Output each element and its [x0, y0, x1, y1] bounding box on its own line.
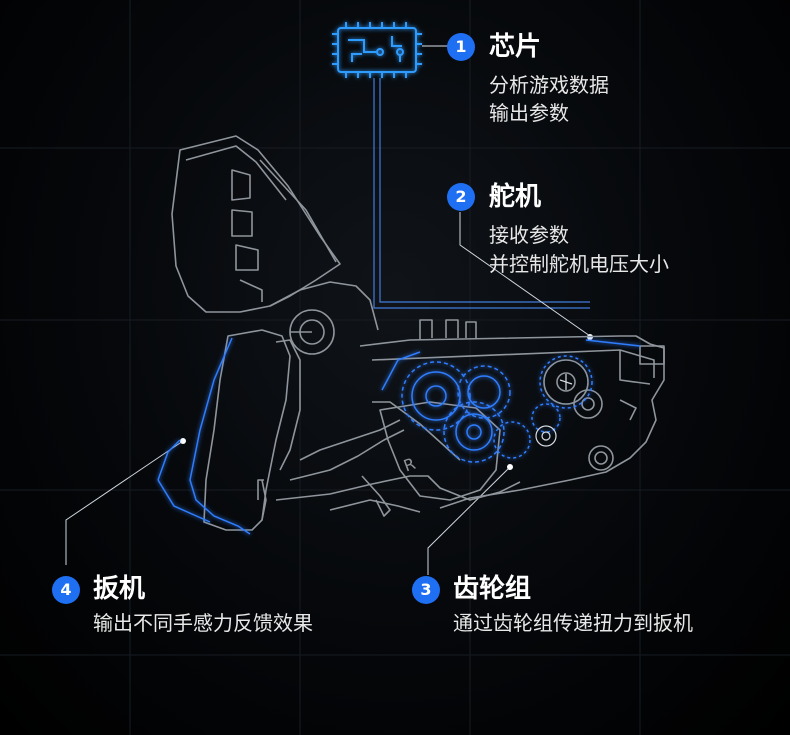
callout-number-badge: 2 [447, 183, 475, 211]
callout-title: 芯片 [489, 32, 542, 62]
callout-desc-line: 通过齿轮组传递扭力到扳机 [453, 611, 693, 635]
callout-title: 舵机 [489, 182, 542, 212]
gear-leader-line [427, 464, 513, 575]
callout-desc-line: 输出参数 [489, 101, 569, 125]
chip-icon [332, 22, 422, 78]
callout-desc-line: 并控制舵机电压大小 [489, 252, 669, 276]
chip-leader-lines [373, 45, 590, 309]
side-plate-letter: R [401, 454, 418, 476]
callout-title: 扳机 [93, 574, 146, 604]
callout-number-badge: 1 [447, 33, 475, 61]
mechanism-line-art: R [171, 135, 665, 531]
callout-desc-line: 输出不同手感力反馈效果 [93, 611, 313, 635]
callout-number-badge: 4 [52, 576, 80, 604]
callout-number-badge: 3 [412, 576, 440, 604]
callout-desc-line: 分析游戏数据 [489, 73, 609, 97]
callout-desc-line: 接收参数 [489, 223, 569, 247]
trigger-leader-line [65, 438, 186, 565]
gear-details [535, 374, 573, 447]
callout-title: 齿轮组 [453, 574, 532, 604]
highlighted-gears [157, 337, 641, 535]
